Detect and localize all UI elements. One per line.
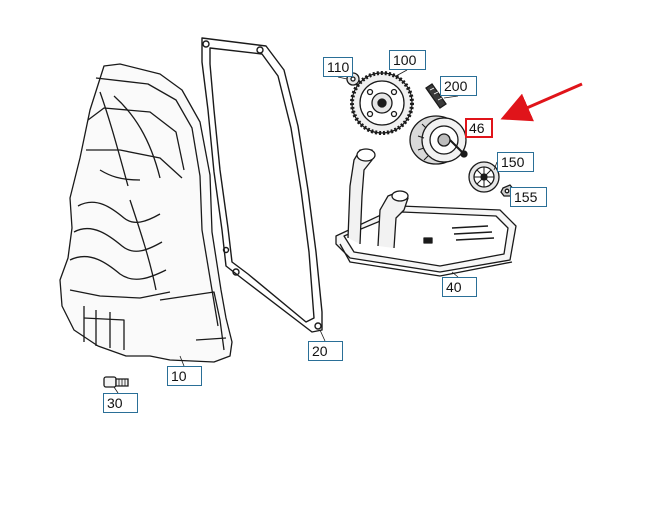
callout-40: 40 (442, 277, 477, 297)
callout-100: 100 (389, 50, 426, 70)
gear-part-100 (350, 71, 414, 135)
callout-200: 200 (440, 76, 477, 96)
callout-20: 20 (308, 341, 343, 361)
gasket-part-20 (201, 37, 323, 333)
filter-part-40 (335, 148, 517, 277)
callout-150: 150 (497, 152, 534, 172)
oil-pan-part-10 (59, 63, 233, 363)
callout-10: 10 (167, 366, 202, 386)
callout-30: 30 (103, 393, 138, 413)
indicator-arrow (500, 82, 583, 122)
callout-110: 110 (323, 57, 353, 77)
callout-46-highlighted: 46 (465, 118, 493, 138)
bolt-part-30 (103, 376, 129, 388)
pump-part-46 (409, 115, 468, 165)
callout-155: 155 (510, 187, 547, 207)
pin-part-200 (425, 83, 447, 109)
sprocket-part-150 (468, 161, 500, 193)
